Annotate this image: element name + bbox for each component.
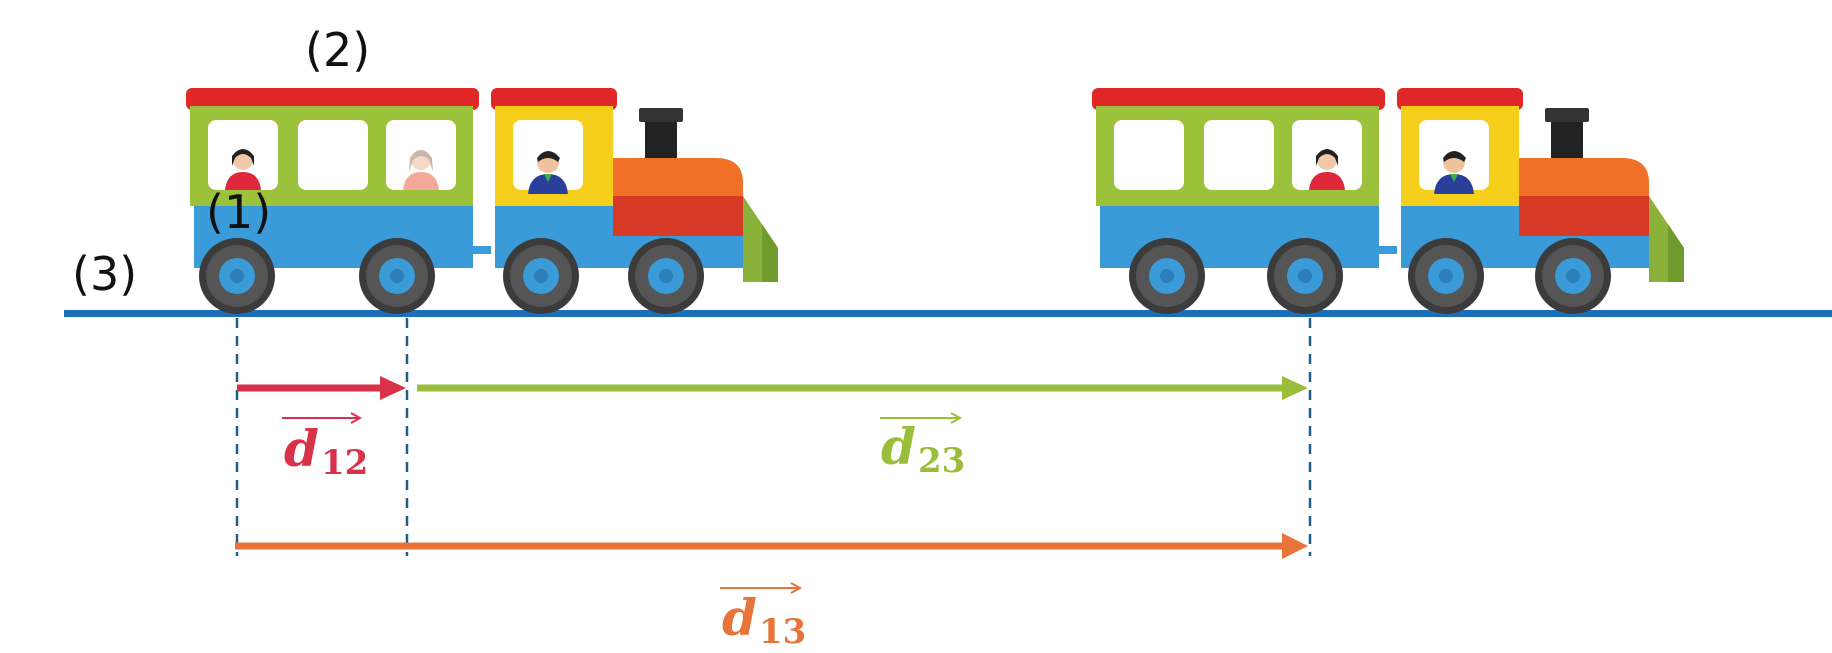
reference-lines — [235, 318, 1312, 556]
vector-label-d12: d12 — [282, 412, 368, 483]
d12-base: d — [284, 419, 319, 478]
label-position-3: (3) — [72, 247, 137, 301]
arrow-d23 — [417, 376, 1308, 400]
d12-sub: 12 — [321, 443, 368, 483]
train-right — [1092, 88, 1684, 314]
d23-sub: 23 — [918, 441, 965, 481]
svg-text:d23: d23 — [881, 417, 965, 481]
label-position-1: (1) — [206, 185, 271, 239]
arrow-d12 — [237, 376, 406, 400]
vector-label-d23: d23 — [880, 412, 965, 481]
svg-text:d13: d13 — [722, 588, 806, 652]
d13-sub: 13 — [759, 612, 806, 652]
vector-label-d13: d13 — [720, 582, 806, 652]
train-left — [186, 88, 778, 314]
svg-text:d12: d12 — [284, 419, 368, 483]
track-line — [64, 310, 1832, 317]
label-position-2: (2) — [305, 23, 370, 77]
d13-base: d — [722, 588, 757, 647]
arrow-d13 — [235, 533, 1308, 559]
d23-base: d — [881, 417, 916, 476]
